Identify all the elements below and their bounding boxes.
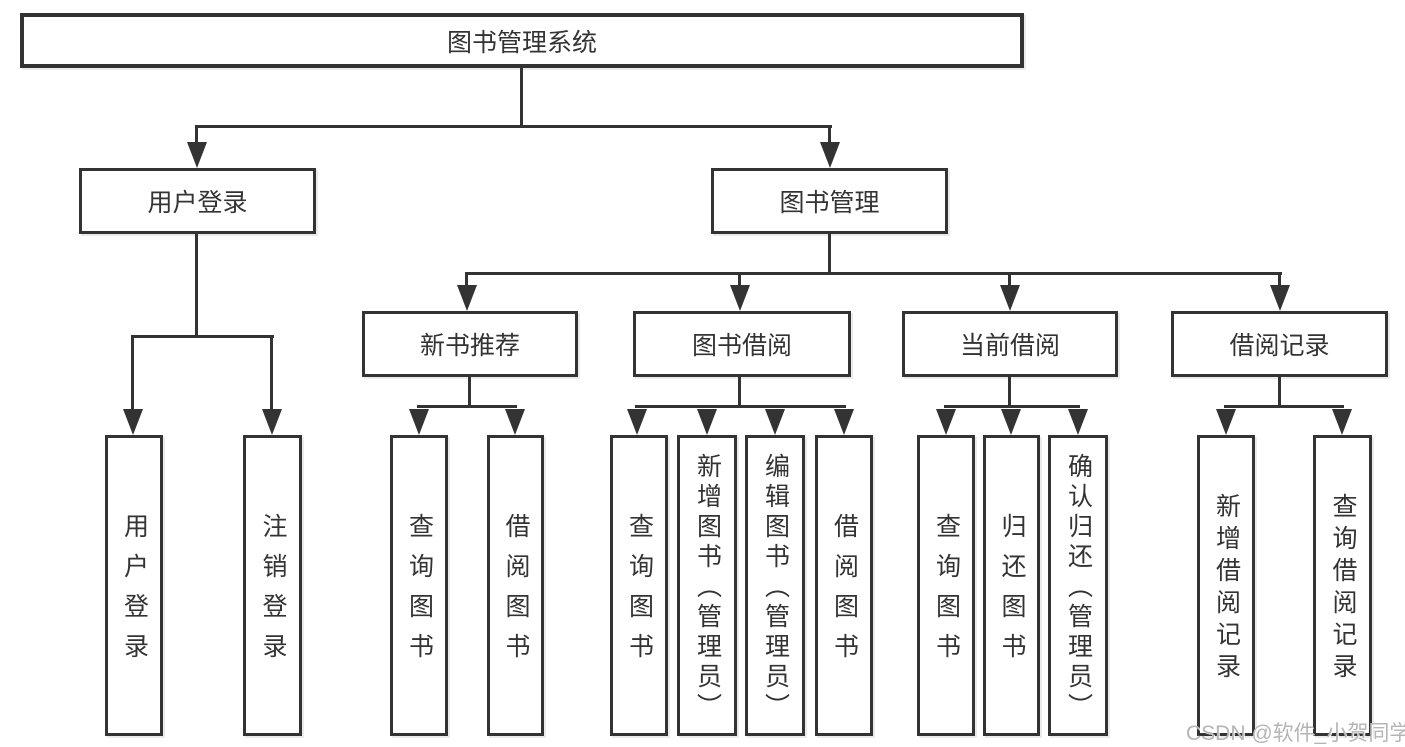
leaf-recommend-query-book: 查询图书 <box>390 435 448 736</box>
leaf-return-book-label: 归还图书 <box>998 513 1026 673</box>
node-user-login-label: 用户登录 <box>147 189 248 217</box>
leaf-confirm-return-admin-label: 确认归还（管理员） <box>1064 453 1093 723</box>
arrowhead-leaf <box>1332 409 1352 435</box>
connector-level3-stem <box>1278 272 1281 288</box>
connector-user-login-rail <box>131 335 274 338</box>
connector-rail <box>417 405 517 408</box>
leaf-recommend-borrow-book: 借阅图书 <box>487 435 544 736</box>
arrowhead-leaf <box>834 409 854 435</box>
leaf-confirm-return-admin: 确认归还（管理员） <box>1048 435 1108 736</box>
connector-leaf-stem <box>131 335 134 411</box>
arrowhead-book-management <box>820 142 840 168</box>
node-book-management-label: 图书管理 <box>779 189 880 217</box>
leaf-edit-book-admin-label: 编辑图书（管理员） <box>761 453 790 723</box>
node-new-book-recommendation: 新书推荐 <box>362 311 578 377</box>
connector-rail <box>944 405 1080 408</box>
node-current-borrowing-label: 当前借阅 <box>959 332 1060 360</box>
leaf-current-query-book-label: 查询图书 <box>932 513 961 673</box>
watermark-text: CSDN @软件_小贺同学 <box>1186 722 1405 745</box>
leaf-return-book: 归还图书 <box>983 435 1040 736</box>
node-user-login: 用户登录 <box>79 168 316 234</box>
node-book-borrowing-label: 图书借阅 <box>691 332 792 360</box>
leaf-logout-label: 注销登录 <box>259 513 287 673</box>
leaf-borrowing-borrow-book: 借阅图书 <box>815 435 873 736</box>
leaf-add-book-admin: 新增图书（管理员） <box>677 435 737 736</box>
arrowhead-user-login <box>187 142 207 168</box>
leaf-add-borrow-record-label: 新增借阅记录 <box>1212 493 1241 685</box>
leaf-borrowing-borrow-book-label: 借阅图书 <box>830 513 859 673</box>
leaf-user-login-label: 用户登录 <box>120 513 149 673</box>
arrowhead-borrowing-records <box>1270 285 1290 311</box>
connector-book-management-rail <box>465 272 1282 275</box>
arrowhead-leaf <box>262 409 282 435</box>
arrowhead-leaf <box>1001 409 1021 435</box>
arrowhead-leaf <box>627 409 647 435</box>
connector-root-rail <box>196 125 832 128</box>
connector-user-login-down <box>195 234 198 338</box>
arrowhead-leaf <box>409 409 429 435</box>
leaf-add-book-admin-label: 新增图书（管理员） <box>693 453 722 723</box>
connector-level3-stem <box>465 272 468 288</box>
arrowhead-leaf <box>123 409 143 435</box>
leaf-current-query-book: 查询图书 <box>917 435 975 736</box>
leaf-query-borrow-record: 查询借阅记录 <box>1313 435 1372 736</box>
connector-book-management-stem <box>828 125 831 147</box>
node-root-label: 图书管理系统 <box>446 28 597 57</box>
connector-rail <box>1224 405 1344 408</box>
node-new-book-recommendation-label: 新书推荐 <box>419 332 520 360</box>
node-root: 图书管理系统 <box>20 13 1024 68</box>
arrowhead-leaf <box>697 409 717 435</box>
leaf-edit-book-admin: 编辑图书（管理员） <box>745 435 805 736</box>
leaf-recommend-query-book-label: 查询图书 <box>405 513 434 673</box>
leaf-borrowing-query-book: 查询图书 <box>610 435 668 736</box>
arrowhead-leaf <box>1216 409 1236 435</box>
leaf-add-borrow-record: 新增借阅记录 <box>1197 435 1255 736</box>
arrowhead-book-borrowing <box>730 285 750 311</box>
node-current-borrowing: 当前借阅 <box>902 311 1118 377</box>
leaf-borrowing-query-book-label: 查询图书 <box>625 513 654 673</box>
connector-book-management-down <box>828 234 831 275</box>
connector-down <box>1008 377 1011 408</box>
node-borrowing-records-label: 借阅记录 <box>1229 332 1330 360</box>
connector-down <box>468 377 471 408</box>
connector-level3-stem <box>1008 272 1011 288</box>
node-book-borrowing: 图书借阅 <box>633 311 851 377</box>
connector-down <box>1278 377 1281 408</box>
connector-level3-stem <box>738 272 741 288</box>
connector-leaf-stem <box>270 335 273 411</box>
arrowhead-new-book-recommendation <box>457 285 477 311</box>
leaf-logout: 注销登录 <box>243 435 302 736</box>
connector-user-login-stem <box>195 125 198 147</box>
leaf-recommend-borrow-book-label: 借阅图书 <box>502 513 530 673</box>
arrowhead-leaf <box>1068 409 1088 435</box>
arrowhead-leaf <box>936 409 956 435</box>
node-book-management: 图书管理 <box>711 168 948 234</box>
connector-rail <box>635 405 846 408</box>
leaf-user-login: 用户登录 <box>105 435 163 736</box>
connector-down <box>738 377 741 408</box>
connector-root-stem <box>520 68 523 128</box>
arrowhead-current-borrowing <box>1000 285 1020 311</box>
arrowhead-leaf <box>505 409 525 435</box>
arrowhead-leaf <box>765 409 785 435</box>
leaf-query-borrow-record-label: 查询借阅记录 <box>1329 493 1357 685</box>
node-borrowing-records: 借阅记录 <box>1171 311 1388 377</box>
